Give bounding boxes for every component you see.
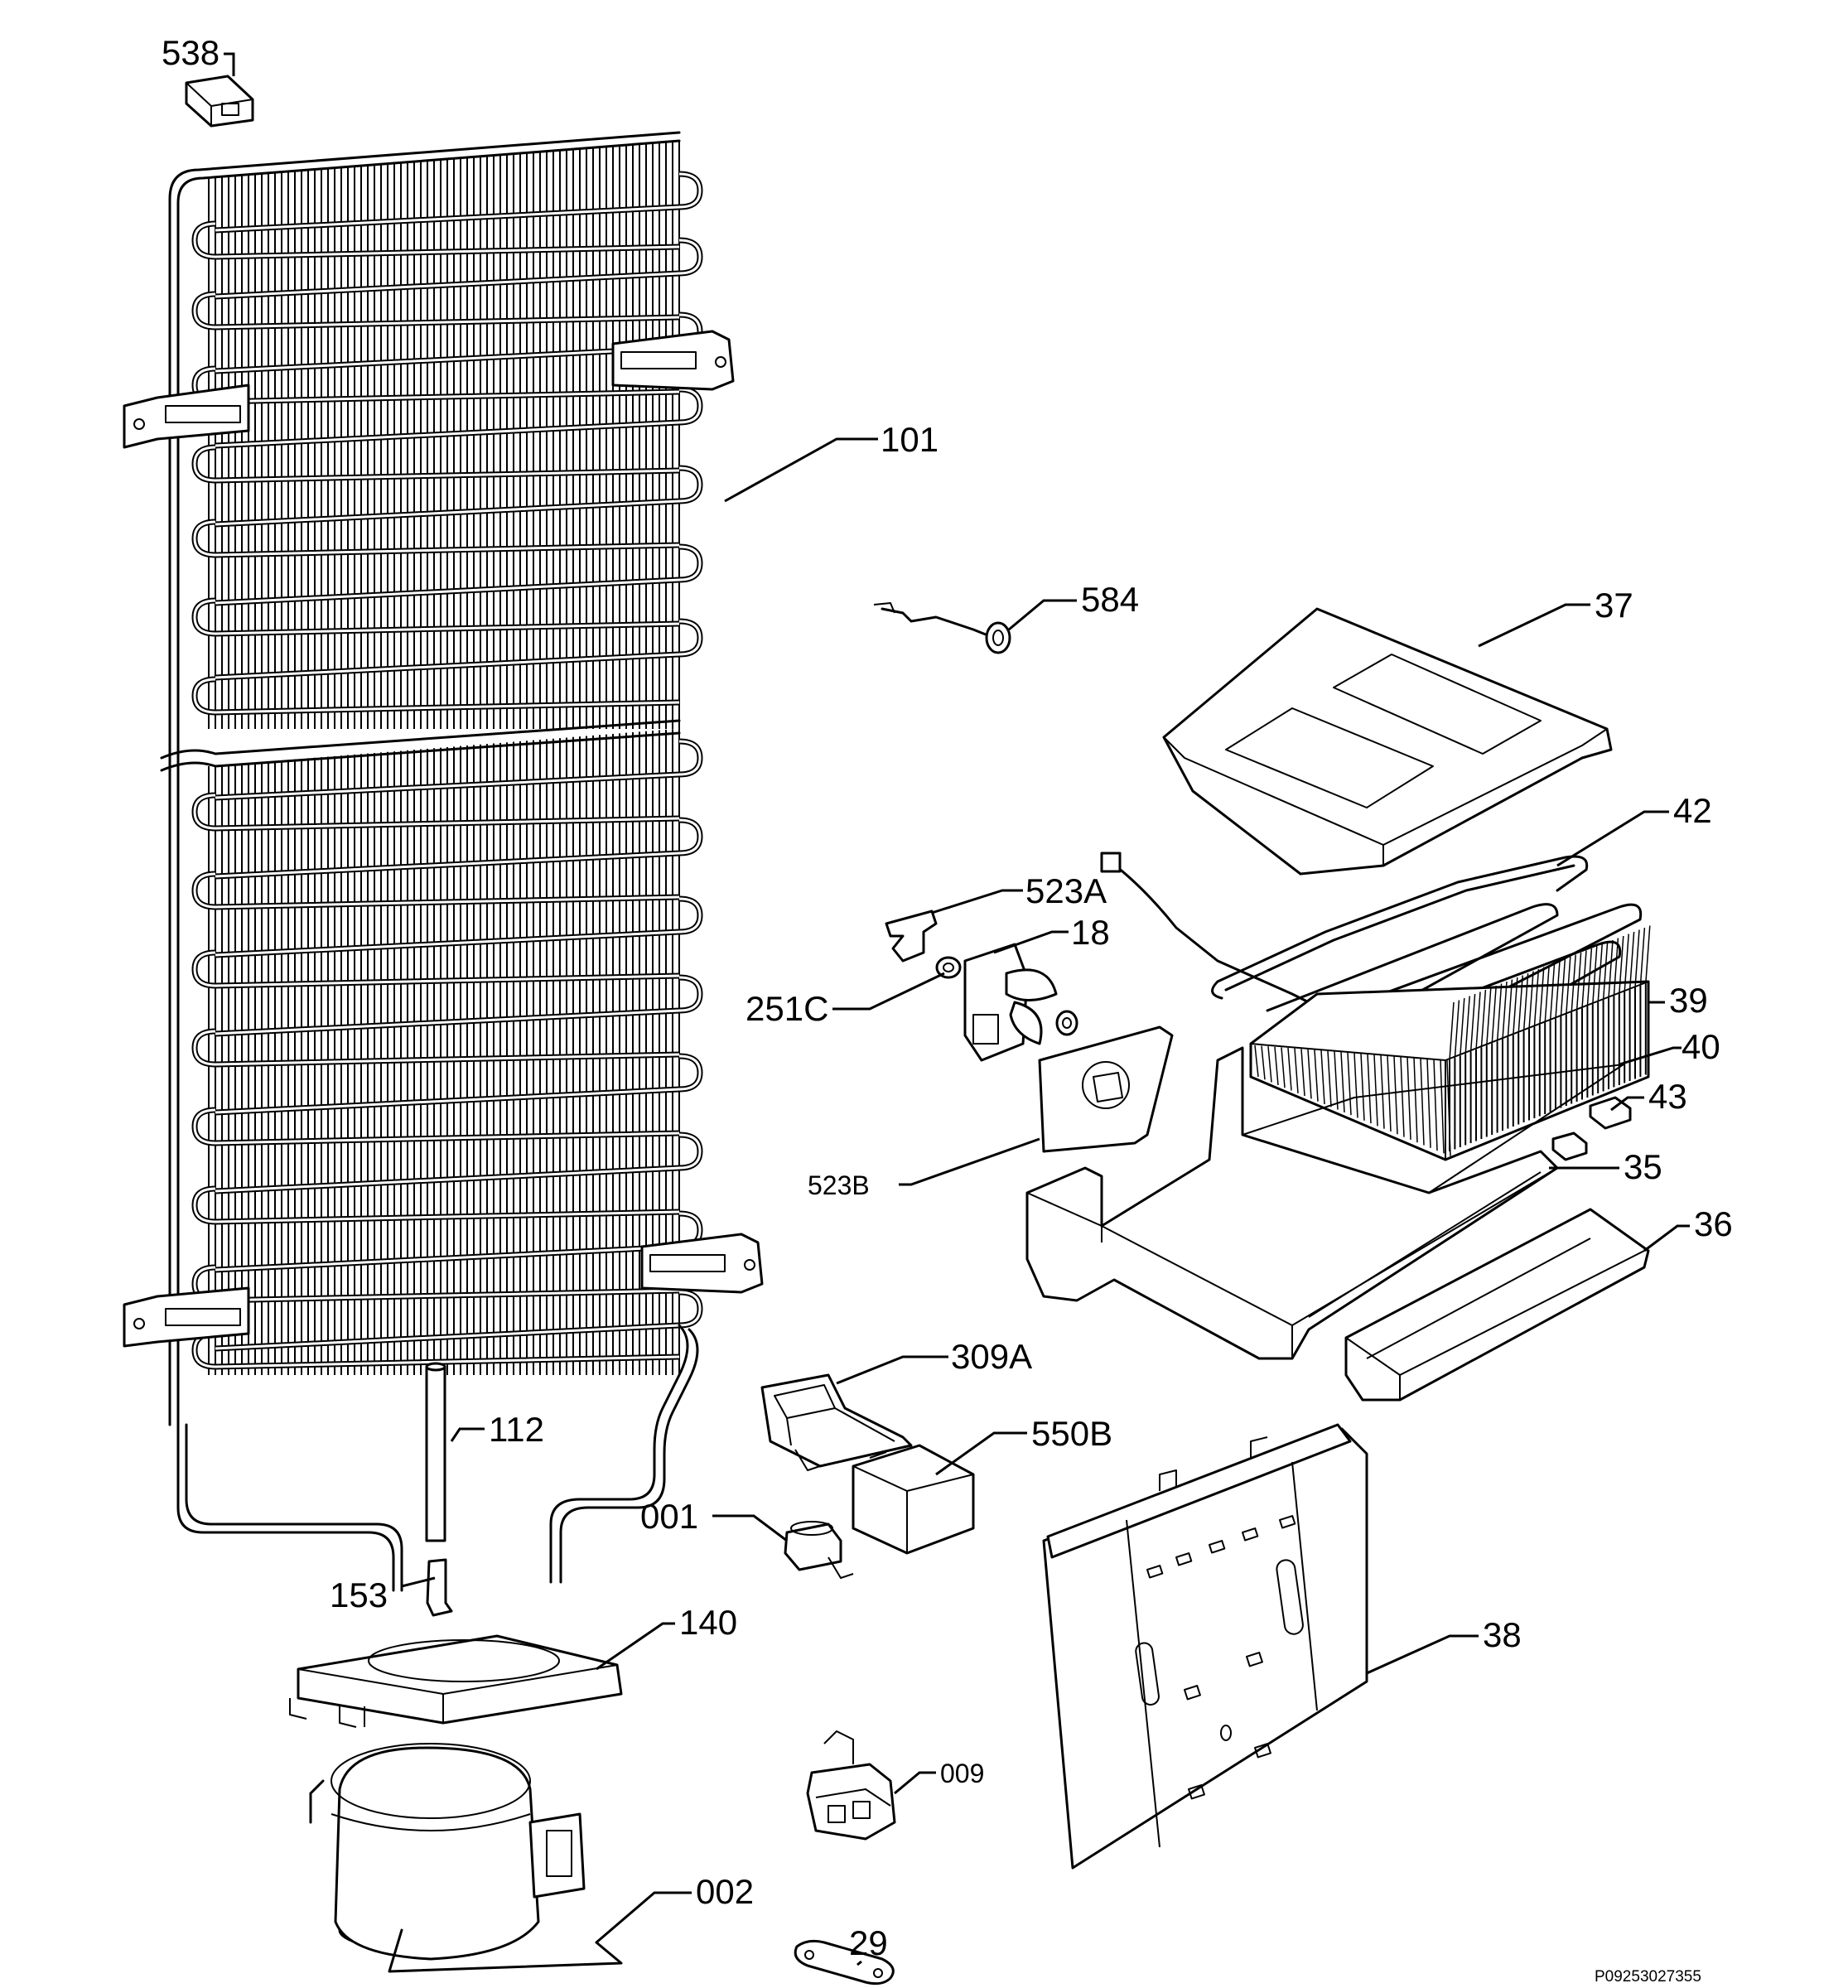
label-101: 101: [881, 420, 938, 459]
condenser-part-101: [123, 131, 764, 1592]
label-538: 538: [162, 33, 220, 72]
label-523b: 523B: [808, 1170, 870, 1200]
label-001: 001: [640, 1497, 698, 1536]
part-39-evaporator: [1249, 925, 1651, 1161]
label-38: 38: [1483, 1615, 1522, 1654]
part-18-fan-motor: [963, 943, 1078, 1062]
label-40: 40: [1682, 1027, 1720, 1066]
part-001-thermal-protector: [784, 1521, 854, 1579]
label-251c: 251C: [745, 989, 828, 1028]
label-140: 140: [679, 1603, 737, 1642]
part-29-clip: [794, 1939, 895, 1986]
condenser-mounting-bracket-right-upper: [611, 330, 735, 391]
part-309a-cover: [760, 1373, 913, 1471]
part-140-compressor-bracket: [289, 1634, 623, 1728]
part-550b-control-box: [852, 1444, 975, 1555]
condenser-mounting-bracket-right-lower: [640, 1233, 764, 1294]
leader-lines: [224, 52, 1690, 1966]
label-523a: 523A: [1025, 871, 1107, 910]
part-523a-bracket: [885, 910, 938, 963]
part-37-evaporator-cover: [1162, 607, 1613, 876]
part-251c-grommet: [935, 956, 962, 979]
label-550b: 550B: [1031, 1414, 1112, 1453]
label-309a: 309A: [951, 1337, 1032, 1376]
drawing-code: P09253027355: [1595, 1968, 1701, 1986]
part-584-sensor: [873, 602, 1011, 654]
part-538-plug: [185, 75, 254, 128]
part-38-rear-panel: [1042, 1423, 1368, 1870]
part-43-clips: [1551, 1096, 1632, 1161]
part-009-relay: [806, 1730, 896, 1841]
part-002-compressor: [309, 1743, 623, 1973]
label-35: 35: [1624, 1147, 1662, 1186]
label-18: 18: [1071, 913, 1110, 952]
label-153: 153: [330, 1575, 388, 1614]
part-153-filter: [426, 1558, 453, 1617]
part-35-evaporator-tray: [1025, 1046, 1559, 1360]
label-36: 36: [1694, 1204, 1733, 1243]
part-labels: 538 101 584 37 42 523A 18 251C 39 40 43 …: [162, 33, 1733, 1986]
label-42: 42: [1673, 791, 1712, 830]
part-112-tube: [425, 1362, 446, 1542]
condenser-mounting-bracket-left-upper: [123, 384, 250, 449]
label-112: 112: [489, 1410, 544, 1449]
label-29: 29: [849, 1923, 888, 1962]
condenser-wire-grid-upper: [208, 140, 680, 729]
part-523b-fan-cover: [1038, 1025, 1174, 1153]
condenser-mounting-bracket-left-lower: [123, 1286, 250, 1348]
label-002: 002: [696, 1872, 754, 1911]
label-584: 584: [1081, 580, 1139, 619]
label-37: 37: [1595, 586, 1633, 625]
label-43: 43: [1648, 1077, 1687, 1116]
part-36-drain-trough: [1344, 1208, 1650, 1402]
label-39: 39: [1669, 981, 1708, 1020]
label-009: 009: [940, 1759, 984, 1788]
